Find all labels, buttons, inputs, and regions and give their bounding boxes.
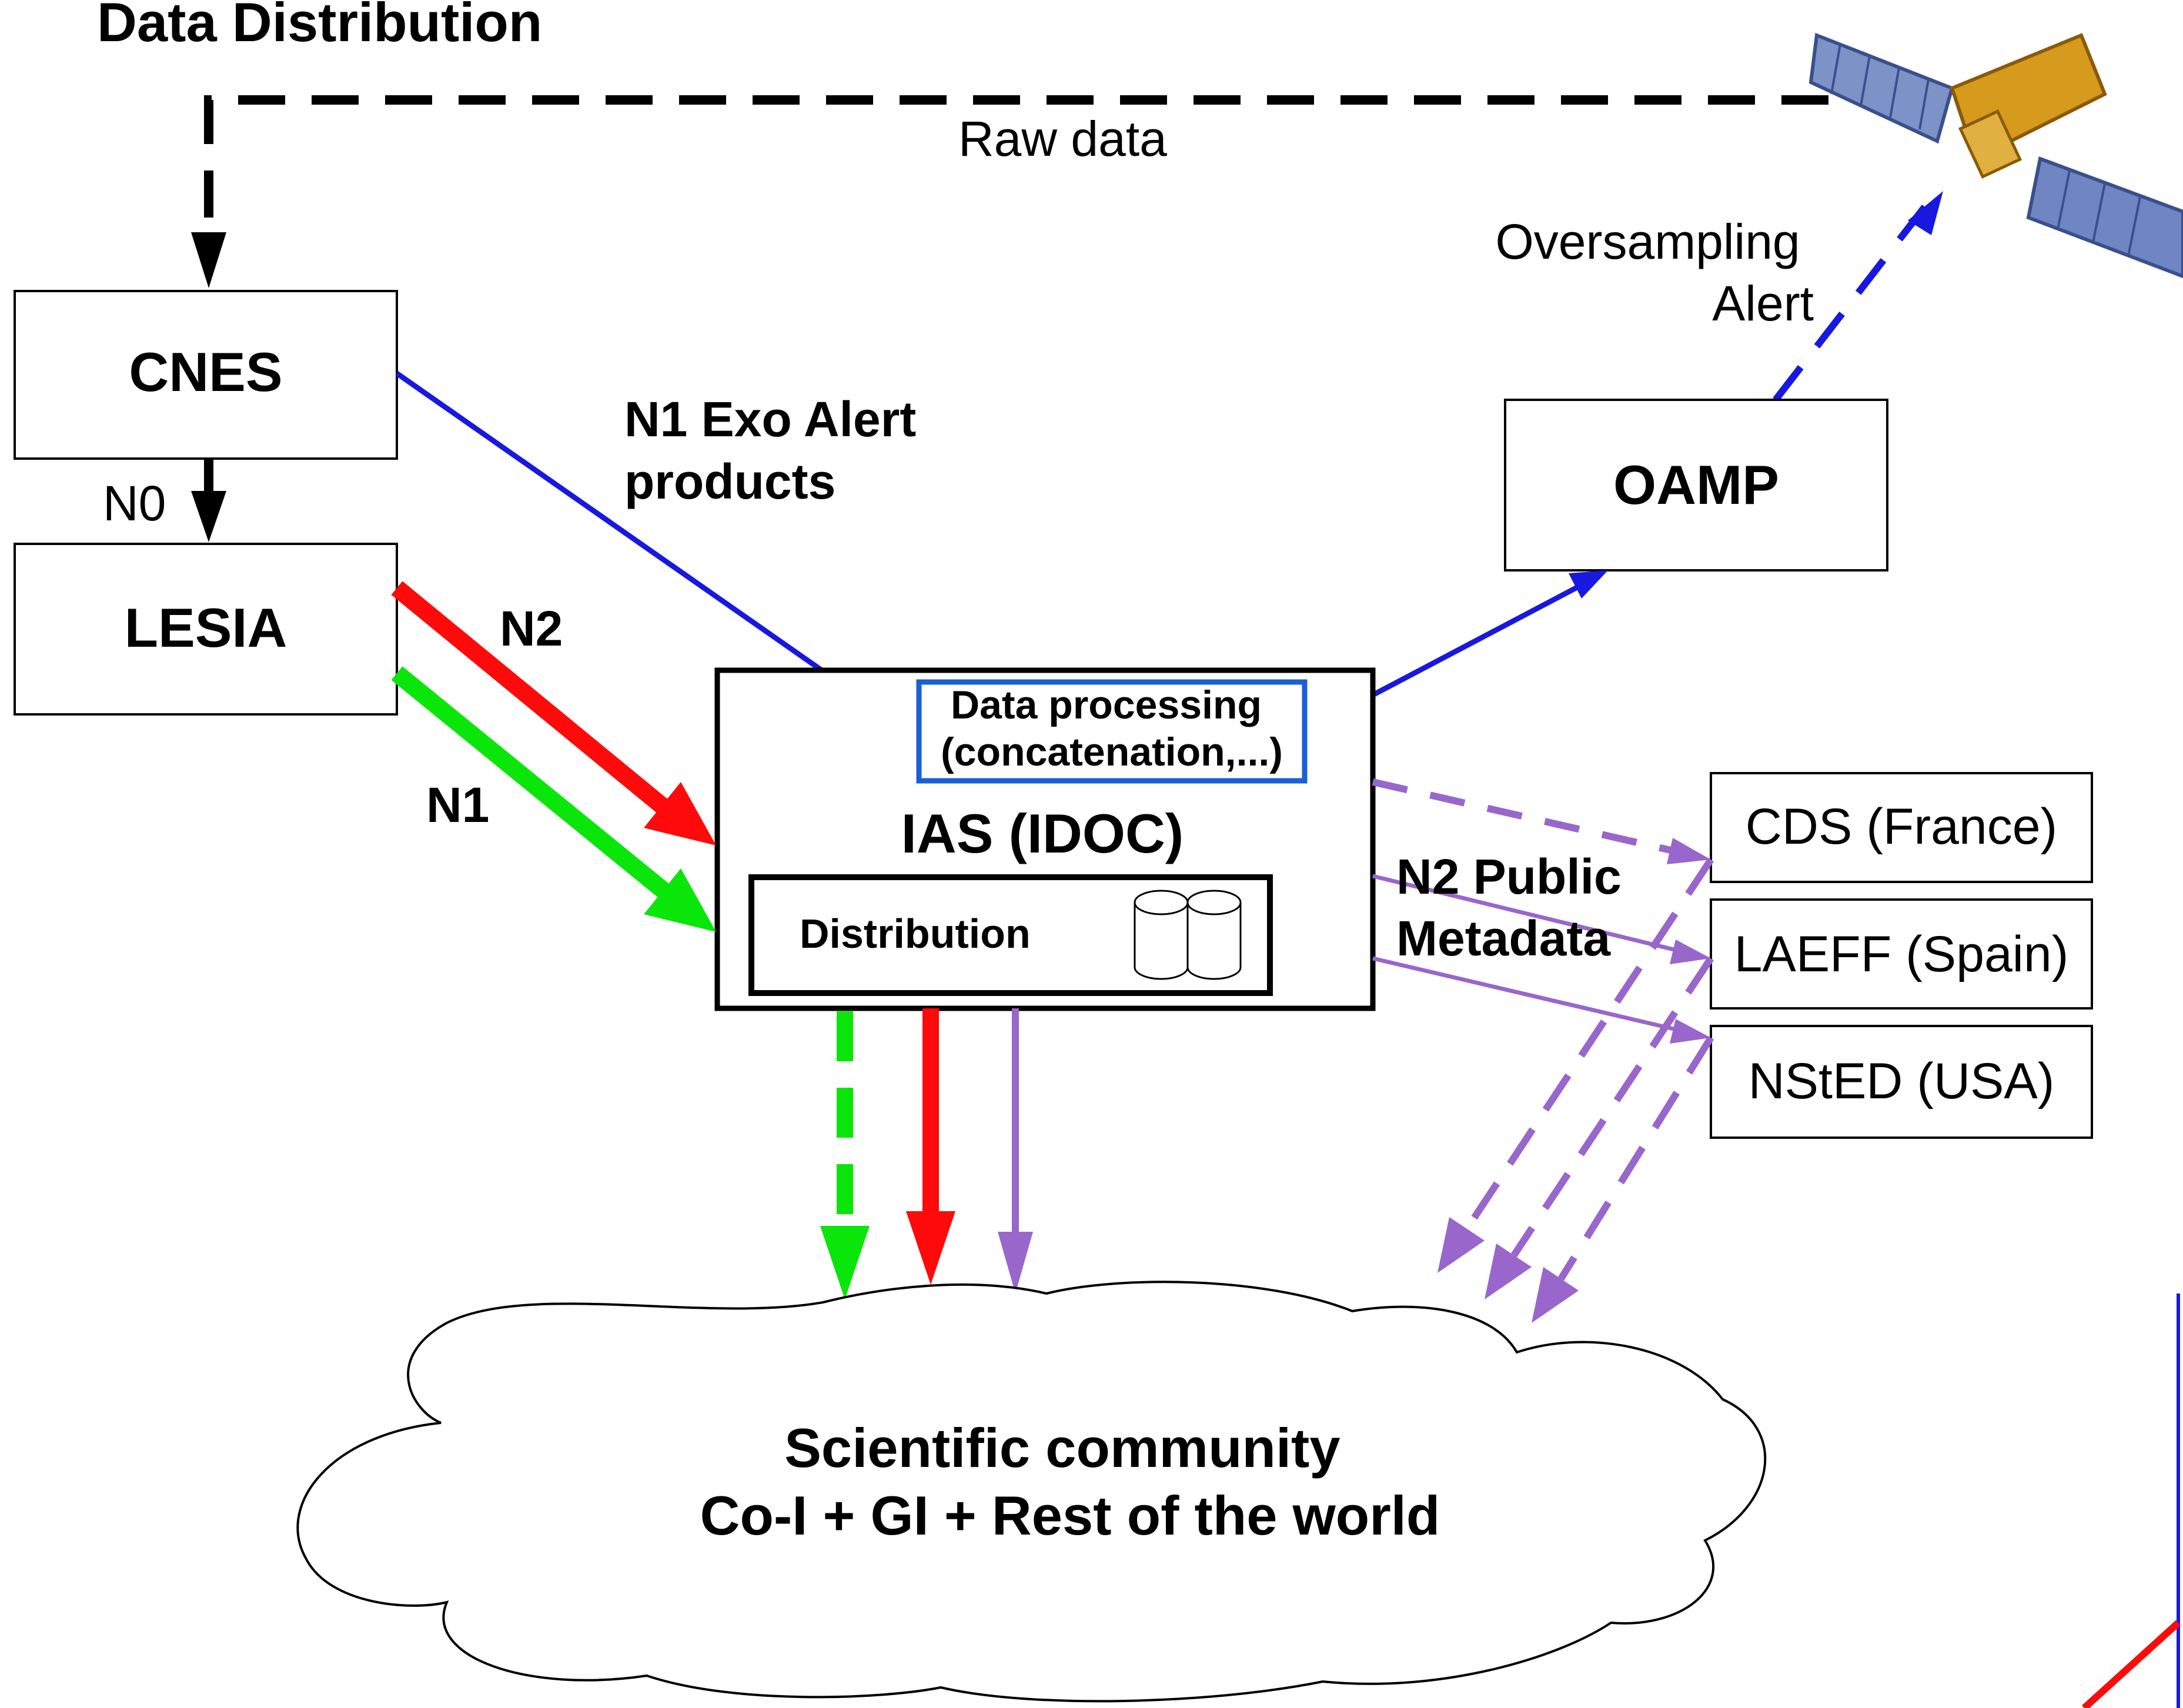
cnes-node: CNES <box>14 290 398 460</box>
laeff-label: LAEFF (Spain) <box>1734 926 2069 982</box>
distribution-label: Distribution <box>800 911 1031 957</box>
cds-node: CDS (France) <box>1710 772 2093 883</box>
cnes-label: CNES <box>129 341 282 403</box>
raw-data-connector <box>191 95 1828 288</box>
ias-to-cds-arrow <box>1372 778 1711 864</box>
database-icon <box>1134 890 1242 980</box>
nsted-to-community-arrow <box>1532 1035 1714 1323</box>
distribution-red-arrow <box>906 1008 955 1285</box>
satellite-icon <box>1808 32 2183 279</box>
n1-exo-alert-label: N1 Exo Alert products <box>624 392 930 509</box>
ias-idoc-label: IAS (IDOC) <box>901 803 1184 864</box>
diagram-title: Data Distribution <box>97 0 542 53</box>
nsted-label: NStED (USA) <box>1749 1053 2055 1109</box>
n2-label: N2 <box>500 601 563 656</box>
nsted-node: NStED (USA) <box>1710 1025 2093 1139</box>
raw-data-label: Raw data <box>958 111 1167 166</box>
cds-to-community-arrow <box>1437 857 1714 1273</box>
oversampling-alert-label: Oversampling Alert <box>1495 214 1814 331</box>
laeff-to-community-arrow <box>1485 956 1714 1299</box>
n1-label: N1 <box>426 777 489 833</box>
cds-label: CDS (France) <box>1746 798 2057 855</box>
distribution-green-arrow <box>820 1011 870 1299</box>
n2-arrow <box>391 581 716 845</box>
n0-arrow <box>191 459 226 542</box>
lesia-node: LESIA <box>14 543 398 716</box>
distribution-purple-arrow <box>998 1008 1033 1293</box>
community-label: Scientific community Co-I + GI + Rest of… <box>700 1417 1440 1546</box>
oamp-node: OAMP <box>1504 399 1888 571</box>
oversampling-alert-arrow <box>1773 191 1943 402</box>
n0-label: N0 <box>103 476 166 531</box>
n1-arrow <box>391 666 716 932</box>
oamp-label: OAMP <box>1613 454 1779 516</box>
ias-to-laeff-arrow <box>1372 874 1711 964</box>
n2-public-metadata-label: N2 Public Metadata <box>1396 849 1635 966</box>
lesia-label: LESIA <box>125 597 287 659</box>
data-processing-label: Data processing (concatenation,...) <box>941 683 1283 774</box>
data-processing-node: Data processing (concatenation,...) <box>916 679 1308 784</box>
edge-fragment <box>2081 1293 2181 1708</box>
laeff-node: LAEFF (Spain) <box>1710 898 2093 1010</box>
ias-to-nsted-arrow <box>1372 956 1711 1044</box>
scientific-community-cloud: Scientific community Co-I + GI + Rest of… <box>296 1281 1767 1703</box>
